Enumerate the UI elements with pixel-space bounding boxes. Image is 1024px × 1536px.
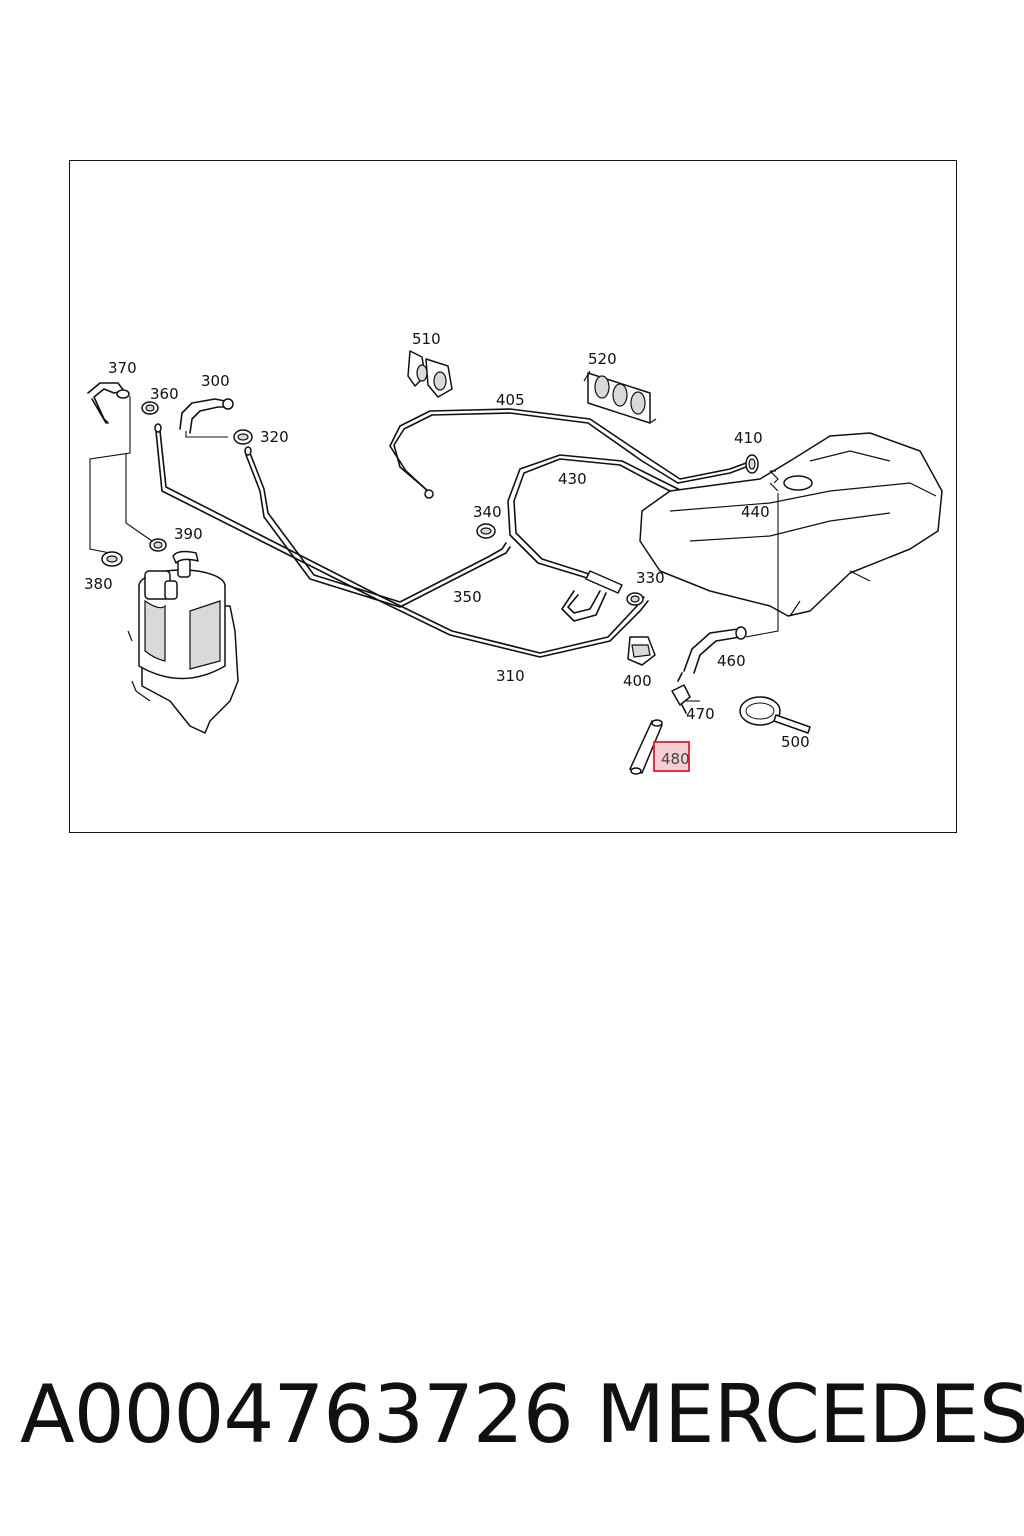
fuel-tank <box>639 432 943 617</box>
part-340-clamp <box>476 523 496 539</box>
leader-tank-460 <box>745 470 779 638</box>
callout-430: 430 <box>558 470 587 488</box>
t-connector <box>561 570 623 622</box>
part-360-clamp <box>141 401 159 415</box>
part-480-hose <box>629 719 663 775</box>
part-460-hose <box>683 626 747 674</box>
part-500-cable-tie <box>739 696 811 734</box>
brand-label: MERCEDES <box>596 1368 1024 1461</box>
callout-410: 410 <box>734 429 763 447</box>
callout-300: 300 <box>201 372 230 390</box>
callout-405: 405 <box>496 391 525 409</box>
callout-400: 400 <box>623 672 652 690</box>
part-320-clamp <box>233 429 253 445</box>
part-470-valve <box>671 672 700 714</box>
part-410-clamp <box>745 454 759 474</box>
callout-380: 380 <box>84 575 113 593</box>
callout-370: 370 <box>108 359 137 377</box>
fuel-line-310 <box>154 423 649 658</box>
part-330-clamp <box>626 592 644 606</box>
charcoal-canister <box>127 550 239 734</box>
part-380-clamp <box>101 551 123 567</box>
part-400-holder <box>627 636 656 666</box>
part-number-label: A0004763726 <box>20 1368 574 1461</box>
part-300-hose <box>179 398 234 438</box>
callout-330: 330 <box>636 569 665 587</box>
parts-diagram-frame: 370 360 300 320 390 380 510 520 405 430 … <box>69 160 957 833</box>
part-510-clip <box>407 350 453 398</box>
part-430-hose <box>507 454 741 584</box>
part-520-clip <box>583 370 657 424</box>
callout-470: 470 <box>686 705 715 723</box>
callout-440: 440 <box>741 503 770 521</box>
callout-390: 390 <box>174 525 203 543</box>
callout-350: 350 <box>453 588 482 606</box>
callout-310: 310 <box>496 667 525 685</box>
callout-340: 340 <box>473 503 502 521</box>
fuel-line-exploded-diagram: 370 360 300 320 390 380 510 520 405 430 … <box>84 330 943 775</box>
part-405-hose <box>389 408 747 499</box>
callout-360: 360 <box>150 385 179 403</box>
part-390-clamp <box>125 453 167 552</box>
highlight-box-480 <box>653 741 690 772</box>
part-370-hose <box>87 382 131 554</box>
callout-510: 510 <box>412 330 441 348</box>
callout-460: 460 <box>717 652 746 670</box>
fuel-line-350 <box>244 446 511 608</box>
callout-520: 520 <box>588 350 617 368</box>
callout-480: 480 <box>661 750 690 768</box>
callout-320: 320 <box>260 428 289 446</box>
callout-500: 500 <box>781 733 810 751</box>
